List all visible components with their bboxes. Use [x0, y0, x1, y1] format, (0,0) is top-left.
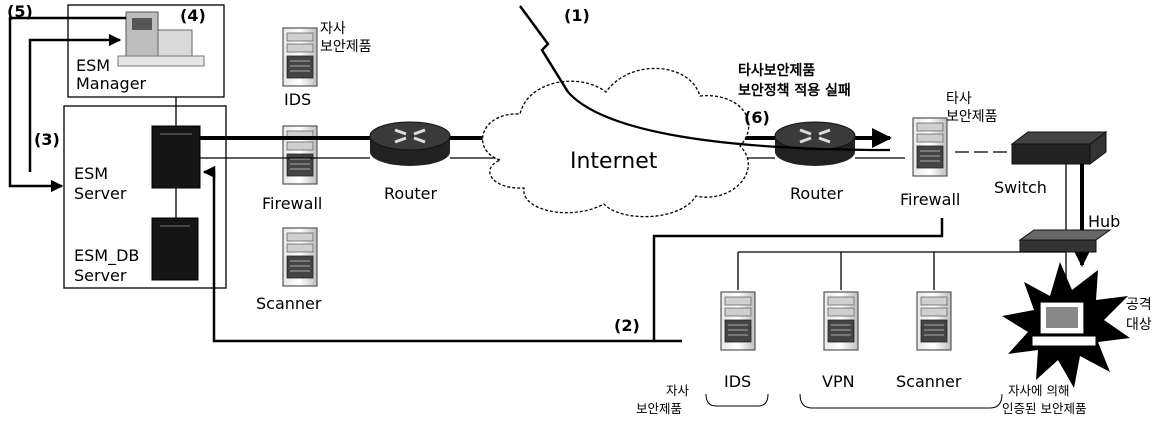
- bottom-ids-icon: [720, 291, 756, 351]
- ids-server-icon: [282, 27, 318, 87]
- esm-manager-icon: [117, 11, 205, 67]
- other-product-label-1: 타사: [946, 91, 972, 107]
- marker-1: (1): [564, 6, 590, 25]
- esm-db-label-2: Server: [74, 266, 127, 285]
- esm-server-icon: [151, 125, 201, 189]
- firewall-right-icon: [912, 117, 948, 177]
- own-product-label-1: 자사: [320, 21, 346, 37]
- attack-target-computer: [1031, 301, 1097, 347]
- esm-server-label-2: Server: [74, 184, 127, 203]
- failure-note-1: 타사보안제품: [738, 63, 816, 79]
- esm-server-label-1: ESM: [74, 164, 109, 183]
- internet-label: Internet: [570, 149, 658, 174]
- bottom-scanner-label: Scanner: [896, 372, 962, 391]
- hub-label: Hub: [1088, 212, 1121, 231]
- loop-arrow-5: [8, 16, 126, 193]
- router-left-icon: [368, 120, 452, 168]
- bottom-vpn-label: VPN: [822, 372, 855, 391]
- esm-manager-box: [67, 4, 225, 98]
- hub-icon: [1018, 229, 1112, 253]
- marker-6: (6): [744, 108, 770, 127]
- router-left-label: Router: [384, 184, 438, 203]
- bottom-own-product-2: 보안제품: [636, 401, 683, 416]
- attack-target-label-1: 공격: [1126, 297, 1152, 313]
- bottom-own-product-1: 자사: [666, 383, 690, 398]
- marker-4: (4): [180, 6, 206, 25]
- esm-manager-label-1: ESM: [76, 56, 111, 75]
- scanner-server-icon: [282, 227, 318, 287]
- internet-cloud: [482, 67, 750, 218]
- bottom-ids-label: IDS: [724, 372, 752, 391]
- bottom-scanner-icon: [916, 291, 952, 351]
- firewall-label: Firewall: [262, 194, 323, 213]
- failure-note-2: 보안정책 적용 실패: [738, 83, 851, 99]
- esm-manager-label-2: Manager: [76, 74, 147, 93]
- esm-server-box: [63, 105, 227, 289]
- ids-label: IDS: [284, 90, 312, 109]
- firewall-right-label: Firewall: [900, 190, 961, 209]
- bottom-vpn-icon: [823, 291, 859, 351]
- certified-product-2: 인증된 보안제품: [1002, 401, 1087, 416]
- router-right-label: Router: [790, 184, 844, 203]
- marker-5: (5): [7, 2, 33, 21]
- loop-arrow-3: [28, 33, 122, 172]
- marker-3: (3): [34, 130, 60, 149]
- router-right-icon: [773, 120, 857, 168]
- certified-product-1: 자사에 의해: [1008, 383, 1070, 398]
- esm-db-server-icon: [151, 217, 199, 281]
- other-product-label-2: 보안제품: [946, 109, 998, 125]
- firewall-server-icon: [282, 125, 318, 185]
- own-product-label-2: 보안제품: [320, 39, 372, 55]
- marker-2: (2): [614, 316, 640, 335]
- esm-db-label-1: ESM_DB: [74, 246, 140, 265]
- switch-label: Switch: [994, 178, 1047, 197]
- attack-target-label-2: 대상: [1126, 317, 1152, 333]
- scanner-label: Scanner: [256, 294, 322, 313]
- switch-icon: [1010, 131, 1108, 165]
